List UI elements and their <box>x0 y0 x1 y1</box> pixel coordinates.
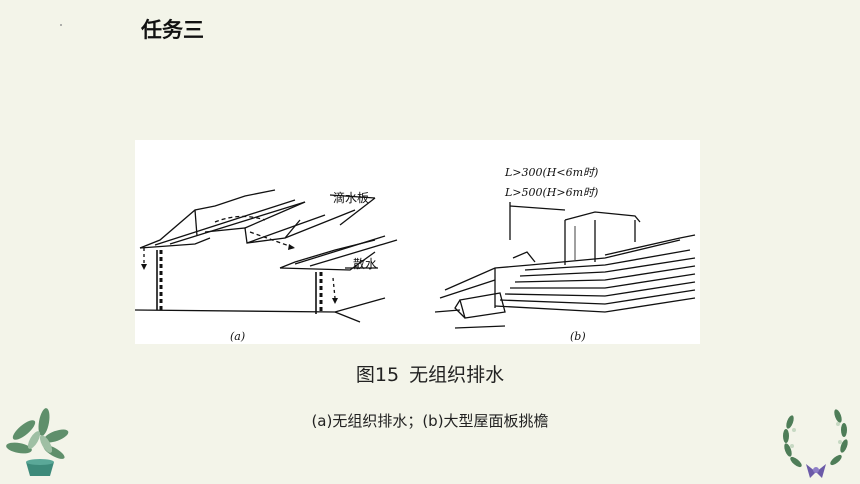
page-title: 任务三 <box>141 18 204 42</box>
decor-dot <box>60 24 62 26</box>
drainage-drawing: 滴水板 散水 (a) <box>135 166 696 343</box>
laurel-wreath-icon <box>783 409 848 478</box>
label-a: (a) <box>230 330 245 343</box>
figure-caption: 图15 无组织排水 <box>0 360 860 387</box>
drainage-figure: 滴水板 散水 (a) <box>135 140 700 344</box>
wreath-plant-icon <box>6 408 69 476</box>
caption-number: 图15 <box>355 364 400 386</box>
diagram-a <box>135 189 398 323</box>
dim-label-2: L>500(H>6m时) <box>504 186 598 199</box>
label-b: (b) <box>570 330 586 343</box>
label-apron: 散水 <box>353 256 377 271</box>
figure-subcaption: (a)无组织排水；(b)大型屋面板挑檐 <box>311 412 549 430</box>
dim-label-1: L>300(H<6m时) <box>504 166 598 179</box>
label-drip-board: 滴水板 <box>333 190 369 205</box>
diagram-b <box>434 202 696 329</box>
arrowheads-a <box>141 244 338 304</box>
caption-title: 无组织排水 <box>409 364 505 386</box>
